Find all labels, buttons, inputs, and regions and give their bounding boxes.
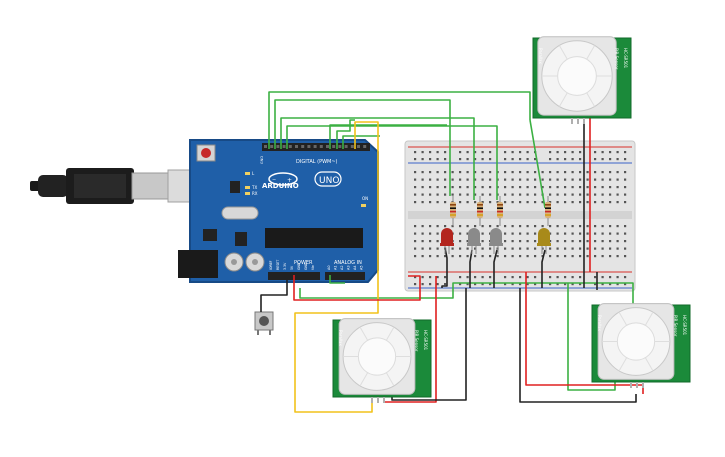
analog-pin-header	[325, 272, 365, 280]
power-pin-label: Vin	[311, 265, 315, 270]
pushbutton[interactable]	[254, 311, 274, 335]
l-led-label: L	[252, 171, 255, 176]
power-pin-label: GND	[304, 262, 308, 270]
digital-pin[interactable]	[276, 145, 280, 148]
wire-green-pir-top	[268, 91, 531, 149]
power-pin-label: IOREF	[269, 260, 273, 270]
analog-pin-label: A1	[334, 265, 338, 270]
wire-green-c	[342, 135, 380, 149]
analog-pin-label: A2	[340, 265, 344, 270]
digital-pin[interactable]	[326, 145, 329, 148]
wire-green-led2	[280, 117, 475, 200]
usb-cable	[30, 168, 205, 204]
wire-black-led3	[493, 249, 498, 288]
wire-black-button	[260, 275, 288, 312]
digital-pin[interactable]	[288, 145, 292, 148]
breadboard	[404, 140, 636, 292]
arduino-uno-board: DIGITAL (PWM~) ARDUINO − + UNO L TX RX O…	[178, 139, 379, 283]
wire-green-bottom	[299, 282, 634, 309]
pir-model-label: HC-SR501	[623, 48, 628, 69]
wire-black-led1	[441, 247, 448, 288]
resistor	[450, 202, 456, 218]
power-pin-label: 5V	[290, 265, 294, 270]
wire-black-led2	[469, 249, 473, 288]
power-pin-label: GND	[297, 262, 301, 270]
digital-pin[interactable]	[344, 145, 348, 148]
resistor	[497, 202, 503, 218]
wire-green-analog	[329, 275, 345, 284]
power-pin-label: RESET	[276, 260, 280, 270]
wire-yellow-pir-bottom	[294, 121, 379, 413]
led-gray-1	[467, 228, 481, 254]
wire-red-pir-right	[525, 272, 644, 394]
power-pin-label: 3.3V	[283, 262, 287, 270]
pir-model-label: HC-SR501	[682, 315, 687, 336]
wire-black-pir-right	[519, 288, 637, 403]
digital-pin[interactable]	[319, 145, 323, 148]
atmega-chip	[265, 228, 363, 248]
pir-top-right: PIR Sensor Parallax HC-SR501	[532, 36, 632, 124]
rx-label: RX	[252, 191, 258, 196]
pir-model-label: HC-SR501	[423, 330, 428, 351]
analog-pin-label: A0	[327, 265, 331, 270]
svg-text:−: −	[272, 177, 276, 183]
wire-red-5v	[293, 275, 421, 301]
leds	[440, 228, 551, 254]
pir-maker-label: Parallax	[338, 330, 343, 346]
pir-title-label: PIR Sensor	[614, 48, 619, 70]
wire-green-b	[336, 119, 355, 149]
digital-pin[interactable]	[338, 145, 342, 148]
wire-green-a	[329, 124, 447, 149]
pir-maker-label: Parallax	[597, 315, 602, 331]
tx-label: TX	[251, 185, 257, 190]
digital-pin[interactable]	[313, 145, 317, 148]
digital-pin[interactable]	[270, 145, 274, 148]
led-red	[440, 228, 454, 254]
arduino-model-label: UNO	[319, 176, 339, 186]
analog-pin-label: A5	[360, 265, 364, 270]
digital-pin[interactable]	[357, 145, 360, 148]
pir-bottom-center: PIR Sensor Parallax HC-SR501	[332, 318, 432, 403]
wire-black-led4	[541, 249, 546, 288]
analog-pin-label: A4	[353, 265, 357, 270]
arduino-brand-label: ARDUINO	[262, 182, 299, 190]
analog-label: ANALOG IN	[334, 260, 362, 266]
led-yellow	[537, 228, 551, 254]
on-led-label: ON	[362, 196, 368, 201]
resistors	[450, 196, 551, 226]
power-label: POWER	[294, 260, 313, 266]
digital-pin[interactable]	[332, 145, 336, 148]
svg-text:+: +	[287, 177, 292, 184]
analog-pin-label: A3	[347, 265, 351, 270]
digital-pin[interactable]	[350, 145, 354, 148]
arduino-logo	[268, 172, 298, 186]
wire-green-led3	[286, 125, 498, 200]
pir-maker-label: Parallax	[538, 48, 543, 64]
pir-title-label: PIR Sensor	[414, 330, 419, 352]
gnd-label: GND	[260, 156, 264, 164]
resistor	[477, 202, 483, 218]
resistor	[545, 202, 551, 218]
led-gray-2	[489, 228, 503, 254]
digital-header-label: DIGITAL (PWM~)	[296, 159, 338, 165]
pir-bottom-right: PIR Sensor Parallax HC-SR501	[591, 303, 691, 388]
digital-pin[interactable]	[264, 145, 267, 148]
digital-pin[interactable]	[363, 145, 367, 148]
digital-pin[interactable]	[282, 145, 286, 148]
wire-green-led4	[529, 119, 546, 209]
wire-green-led1	[274, 99, 451, 196]
digital-pin[interactable]	[301, 145, 305, 148]
digital-pin[interactable]	[295, 145, 298, 148]
dc-power-jack	[178, 250, 218, 278]
digital-pin[interactable]	[307, 145, 311, 148]
pir-title-label: PIR Sensor	[673, 315, 678, 337]
